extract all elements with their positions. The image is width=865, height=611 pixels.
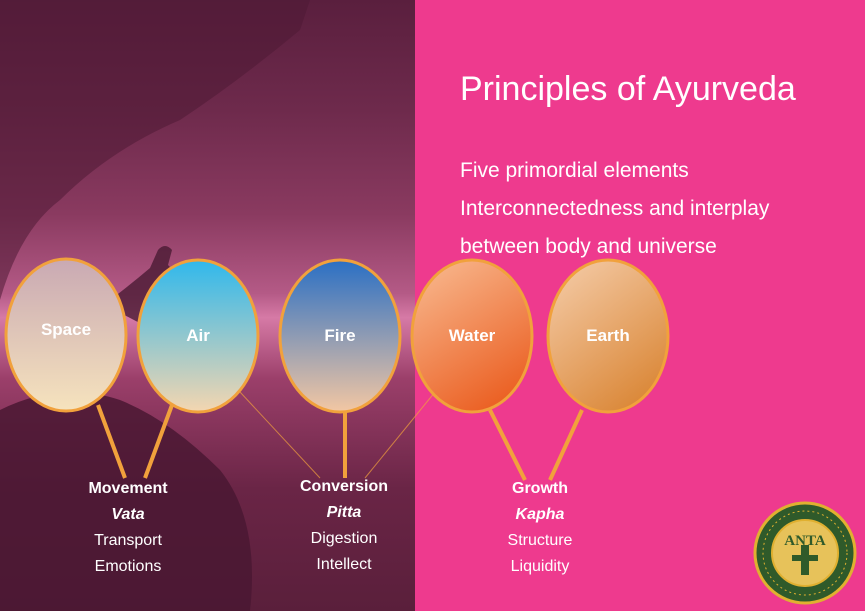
dosha-attribute: Liquidity [510,558,570,575]
dosha-name: Vata [111,506,145,523]
dosha-function-title: Movement [88,480,168,497]
principles-list: Five primordial elements Interconnectedn… [460,152,769,266]
dosha-group-pitta: Conversion Pitta Digestion Intellect [264,474,424,578]
cave-rock-silhouette [0,0,310,300]
element-circle-space [4,257,128,413]
foreground-rocks-silhouette [0,392,252,611]
dosha-attribute: Structure [507,532,573,549]
element-circle-earth [546,258,670,414]
element-label-air: Air [186,326,210,345]
dosha-attribute: Emotions [94,558,162,575]
dosha-function-title: Conversion [299,478,388,495]
element-circle-fire [278,258,402,414]
dosha-name: Kapha [515,506,565,523]
thin-connectors [239,391,436,479]
element-label-earth: Earth [586,326,630,345]
dosha-name: Pitta [326,504,362,521]
connector-earth-growth [548,409,584,481]
element-circles [4,257,670,414]
principle-item: Interconnectedness and interplay [460,197,770,220]
dosha-attribute: Digestion [310,530,378,547]
element-circle-air [136,258,260,414]
anta-logo: ANTA [753,501,857,605]
principle-item: Five primordial elements [460,159,689,182]
connector-water-growth [488,409,527,481]
svg-text:ANTA: ANTA [784,533,826,549]
dosha-attribute: Intellect [316,556,372,573]
element-circle-water [410,258,534,414]
element-label-fire: Fire [324,326,356,345]
connector-space-movement [96,404,127,479]
dosha-group-kapha: Growth Kapha Structure Liquidity [460,476,620,580]
element-label-space: Space [40,320,92,339]
dosha-attribute: Transport [94,532,162,549]
connector-air-movement [143,404,174,479]
slide-title: Principles of Ayurveda [460,70,796,108]
element-label-water: Water [448,326,496,345]
principle-item: between body and universe [460,235,717,258]
dosha-group-vata: Movement Vata Transport Emotions [48,476,208,580]
connectors [96,404,584,481]
dosha-function-title: Growth [512,480,568,497]
